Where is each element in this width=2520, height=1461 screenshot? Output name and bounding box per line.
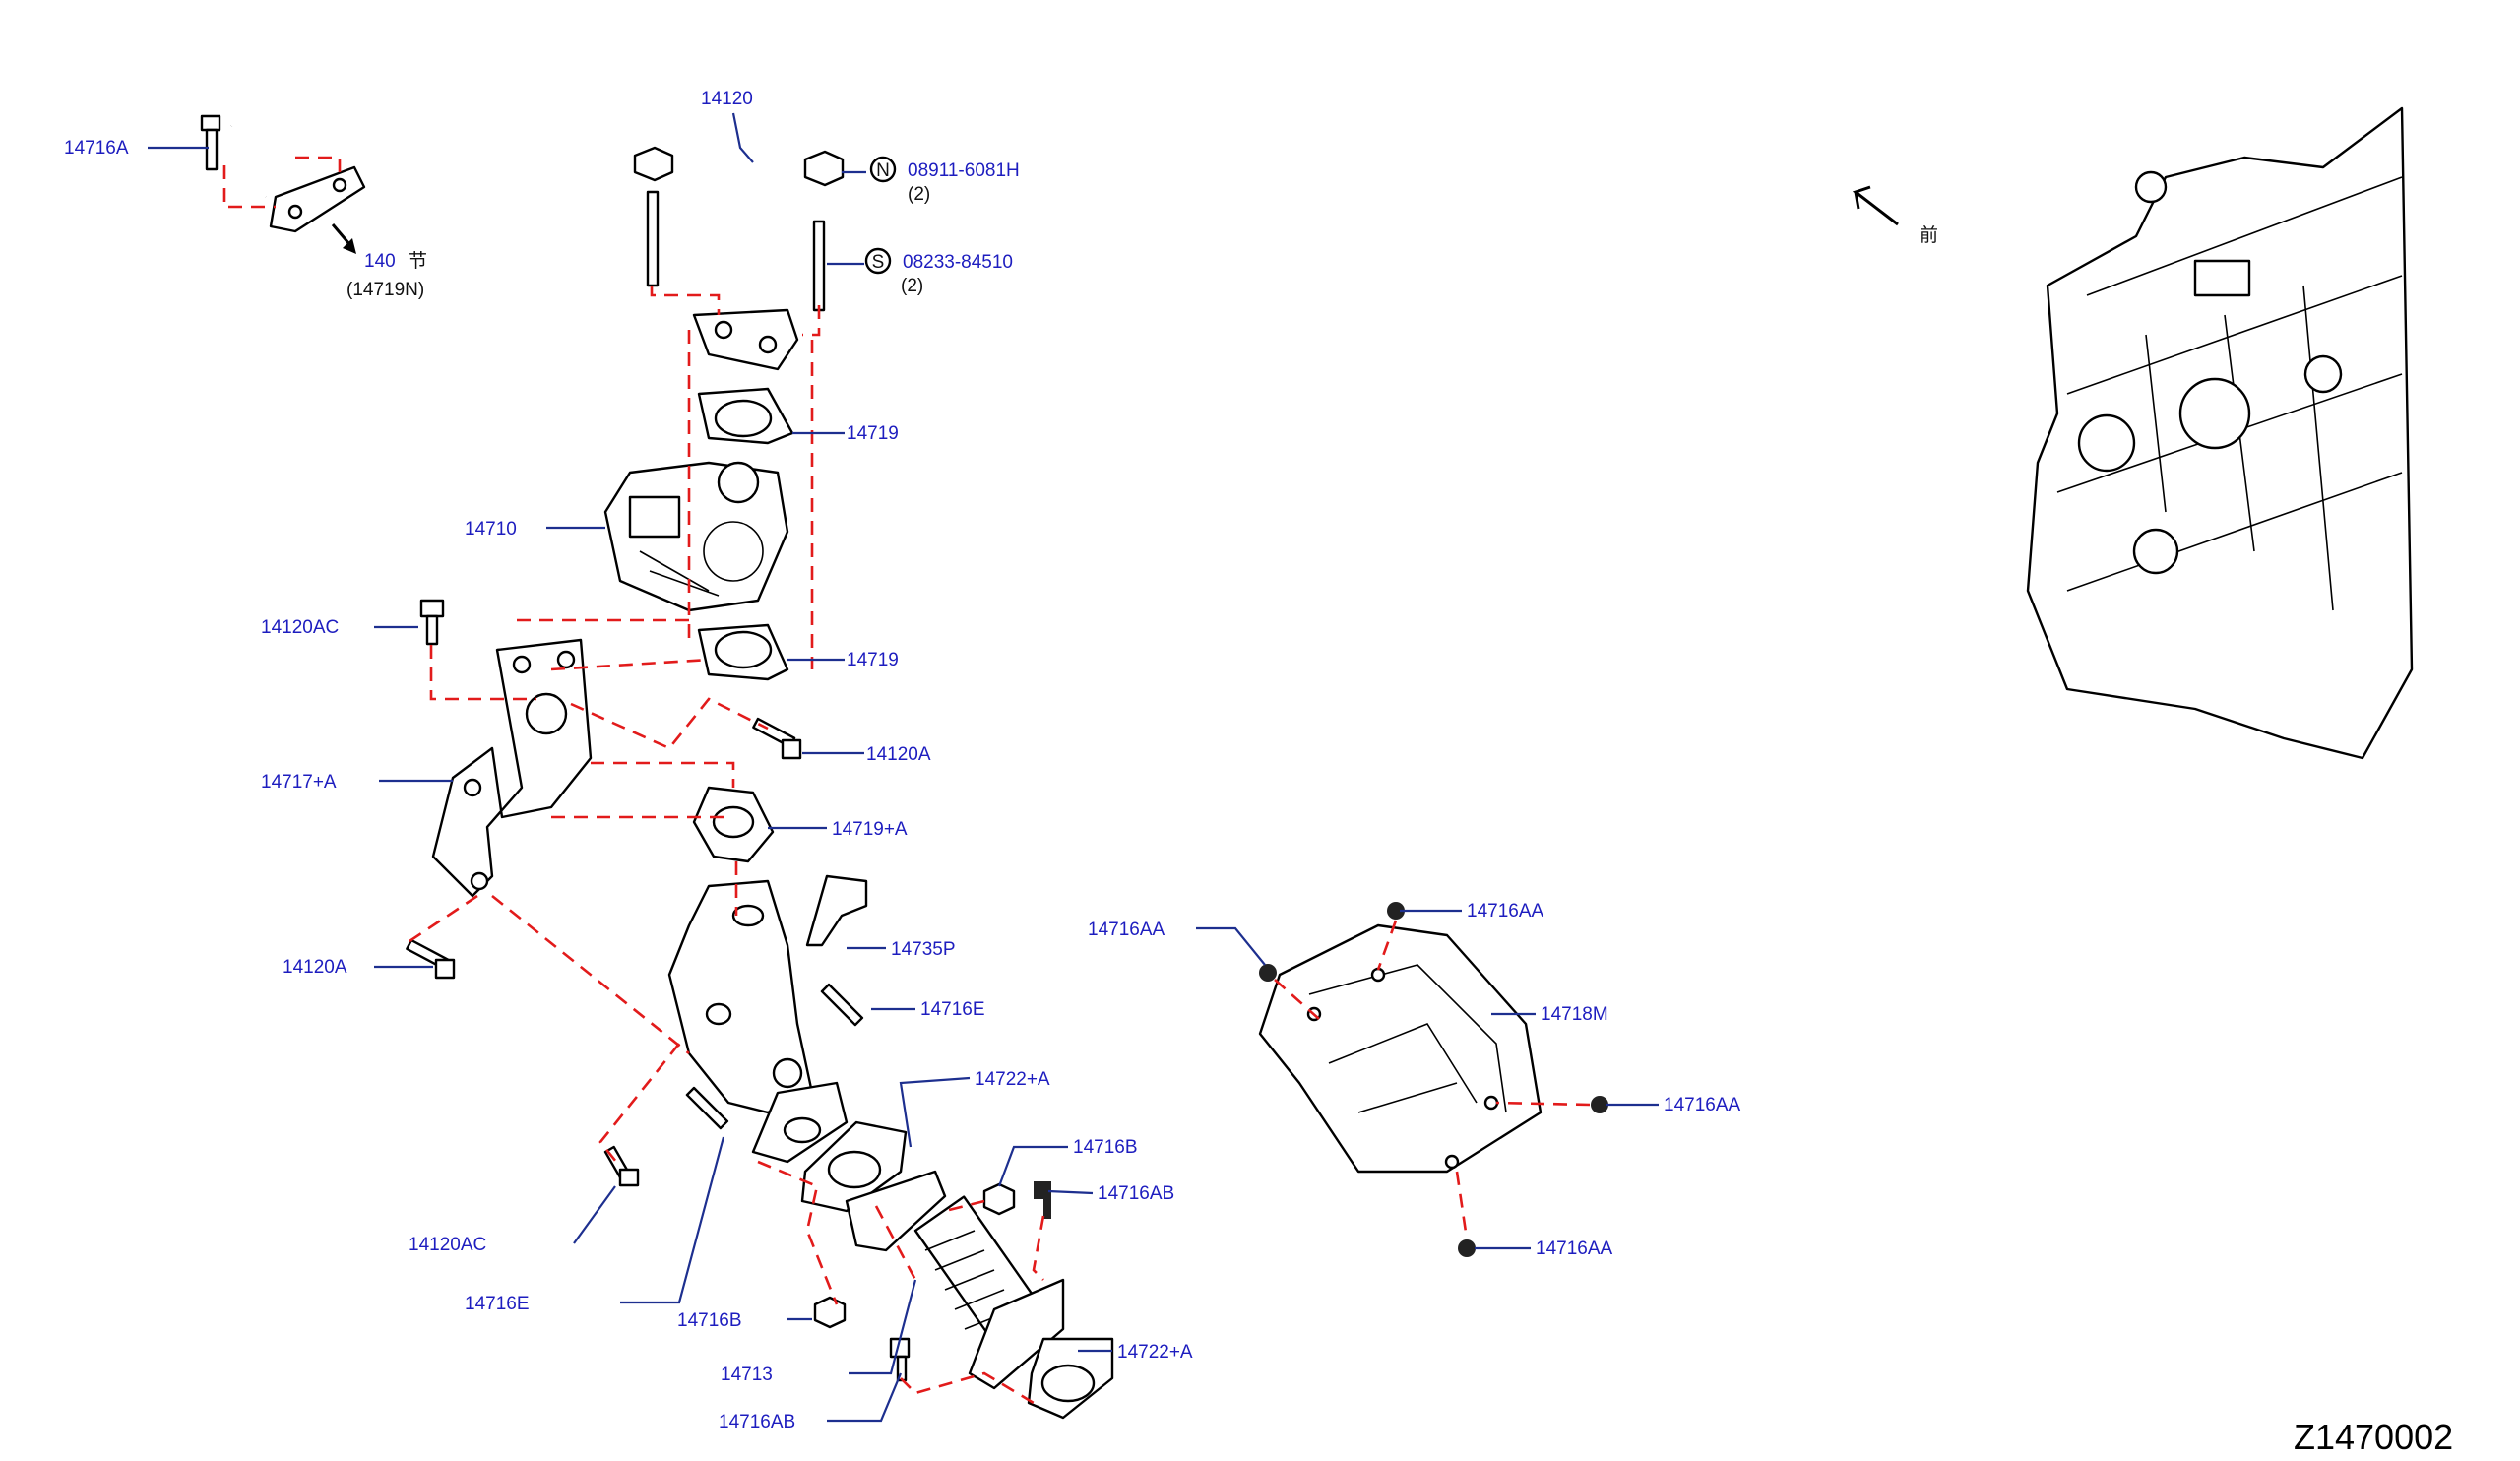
- bolt-14716AA-top[interactable]: [1387, 902, 1405, 920]
- label-14722A-low: 14722+A: [1117, 1342, 1193, 1363]
- stud-14716E-up[interactable]: [820, 983, 864, 1027]
- gasket-14719-mid[interactable]: [697, 623, 789, 681]
- label-14719-top: 14719: [847, 423, 899, 444]
- label-14716B-low: 14716B: [677, 1310, 742, 1331]
- see-ref-section: 140: [364, 251, 396, 272]
- see-ref-char: 节: [409, 250, 427, 272]
- diagram-code: Z1470002: [2294, 1417, 2453, 1457]
- label-14713: 14713: [721, 1365, 773, 1385]
- label-14120A-mid: 14120A: [866, 744, 931, 765]
- egr-valve-14710[interactable]: [603, 461, 789, 612]
- label-14717A: 14717+A: [261, 772, 337, 793]
- gasket-14722A-up[interactable]: [800, 1120, 908, 1213]
- label-14120AC-top: 14120AC: [261, 617, 339, 638]
- label-08233-qty: (2): [901, 276, 923, 296]
- nut-14716B-up[interactable]: [982, 1182, 1016, 1216]
- bolt-14716AB-up[interactable]: [1034, 1181, 1051, 1219]
- label-14716E-low: 14716E: [465, 1294, 530, 1314]
- gasket-14719-top[interactable]: [697, 387, 794, 445]
- label-08911-6081H: 08911-6081H: [908, 160, 1020, 181]
- see-ref-part: (14719N): [346, 280, 424, 300]
- label-14719A: 14719+A: [832, 819, 908, 840]
- bolt-14120AC-top[interactable]: [419, 599, 445, 646]
- label-14716A: 14716A: [64, 138, 129, 159]
- stud-left[interactable]: [646, 190, 660, 287]
- label-08911-qty: (2): [908, 184, 930, 205]
- gasket-14719A[interactable]: [692, 786, 775, 863]
- nut-symbol: N: [876, 160, 890, 181]
- bracket-14717A[interactable]: [431, 638, 593, 898]
- label-14719-mid: 14719: [847, 650, 899, 670]
- stud-symbol: S: [872, 252, 885, 273]
- label-14716AA-right: 14716AA: [1664, 1095, 1741, 1115]
- label-14716E-up: 14716E: [920, 999, 985, 1020]
- nut-08911[interactable]: [803, 150, 845, 187]
- leader-lines: [148, 112, 1659, 1423]
- label-14716AA-bottom: 14716AA: [1536, 1239, 1613, 1259]
- engine-block-illustration: [2026, 106, 2414, 760]
- stud-08233[interactable]: [812, 220, 826, 312]
- bolt-14716A[interactable]: [200, 114, 221, 171]
- assembly-dashed-lines: [222, 156, 1591, 1405]
- label-14710: 14710: [465, 519, 517, 540]
- front-arrow-icon: [1852, 185, 1899, 226]
- front-marker: 前: [1920, 224, 1938, 246]
- stud-14716E-low[interactable]: [685, 1086, 729, 1130]
- bolt-14120A-low[interactable]: [406, 938, 456, 980]
- heat-shield-14718M[interactable]: [1258, 923, 1543, 1174]
- nut-left[interactable]: [633, 146, 674, 182]
- egr-cooler-14735P[interactable]: [667, 874, 868, 1164]
- label-14716B-up: 14716B: [1073, 1137, 1138, 1158]
- arrow-icon: [343, 238, 356, 254]
- bolt-14716AA-tl[interactable]: [1259, 964, 1277, 982]
- label-14716AB-up: 14716AB: [1098, 1183, 1174, 1204]
- label-14120AC-low: 14120AC: [409, 1235, 486, 1255]
- nut-symbol-icon: [869, 156, 897, 183]
- label-14120A-low: 14120A: [283, 957, 347, 978]
- label-14716AA-tl: 14716AA: [1088, 920, 1166, 940]
- label-14716AA-top: 14716AA: [1467, 901, 1544, 921]
- label-14716AB-low: 14716AB: [719, 1412, 795, 1432]
- bolt-14716AA-right[interactable]: [1591, 1096, 1608, 1113]
- label-14735P: 14735P: [891, 939, 956, 960]
- label-14722A-up: 14722+A: [975, 1069, 1050, 1090]
- label-14120: 14120: [701, 89, 753, 109]
- bolt-14716AA-bottom[interactable]: [1458, 1239, 1476, 1257]
- nut-14716B-low[interactable]: [813, 1296, 847, 1329]
- gasket-14722A-low[interactable]: [1027, 1337, 1114, 1420]
- label-08233-84510: 08233-84510: [903, 252, 1013, 273]
- label-14718M: 14718M: [1541, 1004, 1608, 1025]
- flex-pipe-14713[interactable]: [845, 1170, 1065, 1390]
- stud-symbol-icon: [864, 247, 892, 275]
